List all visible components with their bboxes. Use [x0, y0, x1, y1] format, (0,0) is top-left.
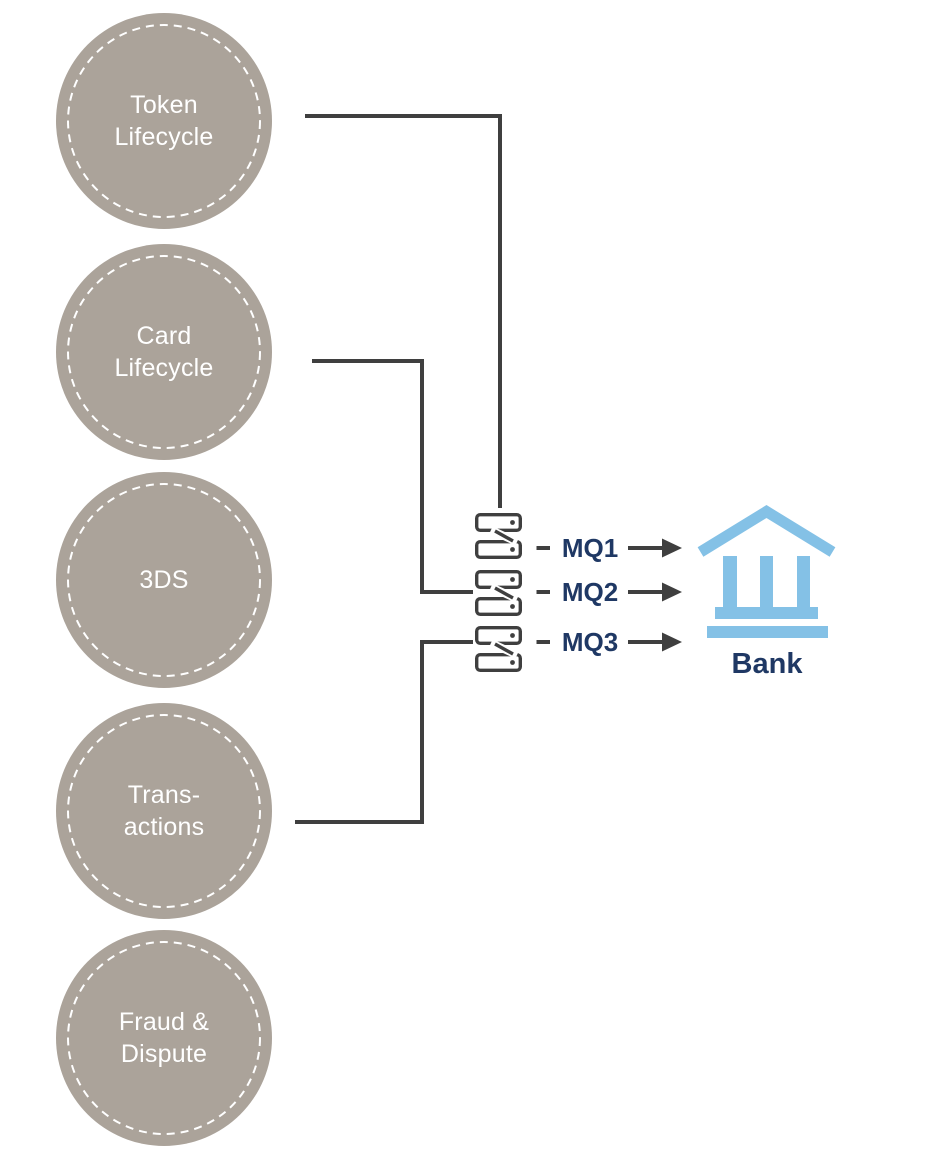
- node-label: Fraud & Dispute: [118, 1008, 210, 1068]
- dashed-ring: [67, 483, 261, 677]
- dashed-ring: [67, 941, 261, 1135]
- connector-token-to-mq1: [305, 114, 502, 508]
- node-fraud-dispute: Fraud & Dispute: [56, 930, 272, 1146]
- dashed-ring: [67, 714, 261, 908]
- bank-label: Bank: [731, 648, 803, 680]
- connector-transactions-to-mq3: [295, 640, 473, 824]
- node-token-lifecycle: Token Lifecycle: [56, 13, 272, 229]
- node-label: Token Lifecycle: [114, 91, 214, 151]
- right-arrow-icon: [628, 582, 682, 602]
- server-stack-icon: [475, 513, 523, 560]
- bank-building-icon: [697, 505, 836, 638]
- connector-card-to-mq2: [312, 359, 473, 594]
- node-card-lifecycle: Card Lifecycle: [56, 244, 272, 460]
- mq2-label: MQ2: [561, 577, 619, 607]
- right-arrow-icon: [628, 538, 682, 558]
- mq3-label: MQ3: [561, 627, 619, 657]
- node-label: Trans- actions: [123, 781, 205, 841]
- server-stack-icon: [475, 626, 523, 673]
- dashed-ring: [67, 24, 261, 218]
- dashed-ring: [67, 255, 261, 449]
- server-stack-icon: [475, 570, 523, 617]
- node-label: 3DS: [139, 566, 189, 594]
- node-3ds: 3DS: [56, 472, 272, 688]
- node-transactions: Trans- actions: [56, 703, 272, 919]
- mq1-label: MQ1: [561, 533, 619, 563]
- node-label: Card Lifecycle: [114, 322, 214, 382]
- right-arrow-icon: [628, 632, 682, 652]
